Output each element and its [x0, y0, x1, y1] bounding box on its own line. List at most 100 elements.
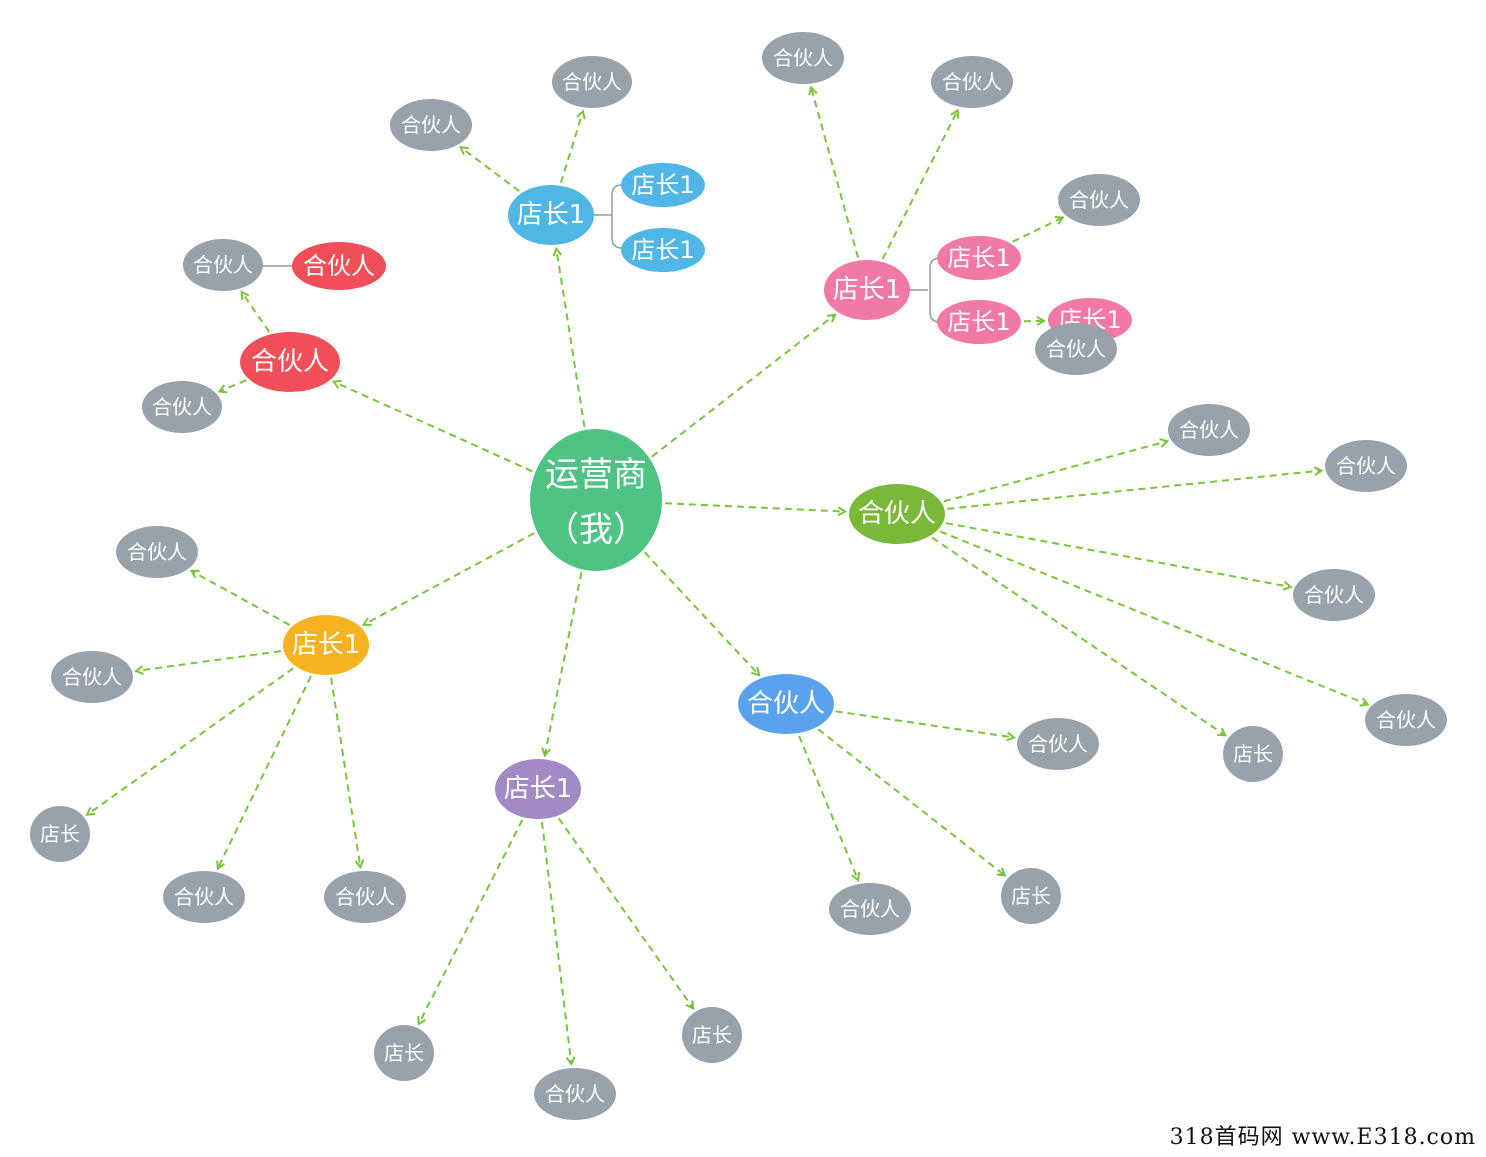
edge-green-main-to-green-1 [943, 441, 1167, 503]
edge-center-to-orange-main [364, 532, 535, 625]
edge-green-main-to-green-5 [931, 536, 1225, 736]
node-azure-main: 合伙人 [738, 674, 834, 734]
node-pink-sub-3-gray: 合伙人 [1035, 323, 1117, 375]
node-shape-red-bottom-gray [142, 381, 222, 433]
node-label-blue-up-2: 合伙人 [562, 70, 622, 94]
blue-bracket [594, 184, 623, 249]
node-shape-pink-sub-2 [937, 300, 1021, 344]
node-pink-up-2: 合伙人 [931, 56, 1013, 108]
node-shape-pink-sub-3-gray [1035, 323, 1117, 375]
node-shape-purple-2 [534, 1068, 616, 1120]
nodes-layer: 合伙人合伙人合伙人合伙人店长1合伙人合伙人店长1店长1店长1合伙人合伙人店长1店… [30, 32, 1447, 1120]
node-label-orange-main: 店长1 [292, 630, 361, 660]
node-label-red-top-red: 合伙人 [303, 252, 375, 280]
edge-pink-main-to-pink-up-1 [811, 87, 860, 258]
node-shape-azure-main [738, 674, 834, 734]
node-blue-main: 店长1 [508, 185, 594, 245]
center-node-shape [530, 429, 662, 571]
node-azure-3: 店长 [1001, 868, 1061, 924]
node-label-green-5: 店长 [1233, 742, 1273, 766]
node-label-purple-2: 合伙人 [545, 1082, 605, 1106]
node-label-orange-5: 合伙人 [335, 885, 395, 909]
node-label-azure-main: 合伙人 [747, 689, 825, 719]
node-shape-red-top-gray [183, 239, 263, 291]
node-shape-red-top-red [292, 242, 386, 290]
node-label-azure-1: 合伙人 [1028, 732, 1088, 756]
node-shape-azure-1 [1017, 718, 1099, 770]
node-label-orange-3: 店长 [40, 822, 80, 846]
node-shape-pink-sub-1 [937, 236, 1021, 280]
node-shape-orange-4 [163, 871, 245, 923]
node-shape-red-main [240, 332, 340, 392]
edge-orange-main-to-orange-3 [87, 667, 295, 815]
edge-blue-main-to-blue-up-1 [461, 147, 520, 193]
edge-purple-main-to-purple-1 [419, 819, 524, 1024]
node-red-main: 合伙人 [240, 332, 340, 392]
node-label-pink-sub-1-gray: 合伙人 [1069, 188, 1129, 212]
node-shape-green-5 [1223, 726, 1283, 782]
node-pink-sub-2: 店长1 [937, 300, 1021, 344]
center-node-operator: 运营商 （我） [530, 429, 662, 571]
pink-bracket [908, 257, 941, 323]
node-shape-purple-3 [682, 1007, 742, 1063]
edge-azure-main-to-azure-2 [798, 735, 858, 880]
node-shape-orange-main [283, 615, 369, 675]
edges-layer [87, 87, 1368, 1064]
node-shape-pink-up-2 [931, 56, 1013, 108]
node-shape-orange-1 [116, 526, 198, 578]
node-shape-green-3 [1293, 569, 1375, 621]
node-label-blue-up-1: 合伙人 [401, 113, 461, 137]
edge-purple-main-to-purple-3 [557, 817, 693, 1008]
edge-center-to-pink-main [651, 315, 835, 458]
node-shape-purple-main [495, 759, 581, 819]
node-shape-pink-sub-1-gray [1058, 174, 1140, 226]
node-shape-blue-up-2 [552, 56, 632, 108]
node-shape-green-2 [1325, 440, 1407, 492]
watermark-text: 318首码网 www.E318.com [1169, 1125, 1476, 1150]
edge-center-to-azure-main [644, 551, 759, 675]
node-shape-blue-sub-1 [621, 163, 705, 207]
node-shape-purple-1 [374, 1025, 434, 1081]
node-blue-up-2: 合伙人 [552, 56, 632, 108]
node-shape-orange-3 [30, 806, 90, 862]
node-purple-main: 店长1 [495, 759, 581, 819]
node-orange-main: 店长1 [283, 615, 369, 675]
node-green-2: 合伙人 [1325, 440, 1407, 492]
node-shape-green-main [849, 484, 945, 544]
edge-center-to-blue-main [556, 249, 586, 428]
node-purple-2: 合伙人 [534, 1068, 616, 1120]
node-shape-blue-up-1 [390, 99, 472, 151]
node-label-pink-up-1: 合伙人 [773, 46, 833, 70]
node-pink-sub-1: 店长1 [937, 236, 1021, 280]
node-label-azure-3: 店长 [1011, 884, 1051, 908]
node-red-top-red: 合伙人 [292, 242, 386, 290]
node-label-blue-sub-1: 店长1 [631, 171, 694, 199]
node-pink-main: 店长1 [824, 260, 910, 320]
node-orange-4: 合伙人 [163, 871, 245, 923]
node-green-1: 合伙人 [1168, 404, 1250, 456]
node-label-orange-4: 合伙人 [174, 885, 234, 909]
center-node-label-2: （我） [545, 510, 647, 550]
node-blue-sub-2: 店长1 [621, 228, 705, 272]
edge-azure-main-to-azure-3 [817, 728, 1005, 875]
node-shape-green-1 [1168, 404, 1250, 456]
node-shape-orange-2 [51, 651, 133, 703]
node-label-green-4: 合伙人 [1376, 708, 1436, 732]
node-label-green-main: 合伙人 [858, 499, 936, 529]
edge-orange-main-to-orange-4 [218, 675, 312, 868]
node-label-green-2: 合伙人 [1336, 454, 1396, 478]
node-label-green-3: 合伙人 [1304, 583, 1364, 607]
node-orange-5: 合伙人 [324, 871, 406, 923]
node-label-blue-main: 店长1 [517, 200, 586, 230]
edge-center-to-purple-main [545, 572, 583, 755]
edge-orange-main-to-orange-1 [191, 571, 291, 626]
node-green-3: 合伙人 [1293, 569, 1375, 621]
node-label-pink-up-2: 合伙人 [942, 70, 1002, 94]
node-purple-3: 店长 [682, 1007, 742, 1063]
node-red-bottom-gray: 合伙人 [142, 381, 222, 433]
node-green-4: 合伙人 [1365, 694, 1447, 746]
node-orange-1: 合伙人 [116, 526, 198, 578]
edge-green-main-to-green-3 [945, 522, 1291, 587]
node-blue-sub-1: 店长1 [621, 163, 705, 207]
